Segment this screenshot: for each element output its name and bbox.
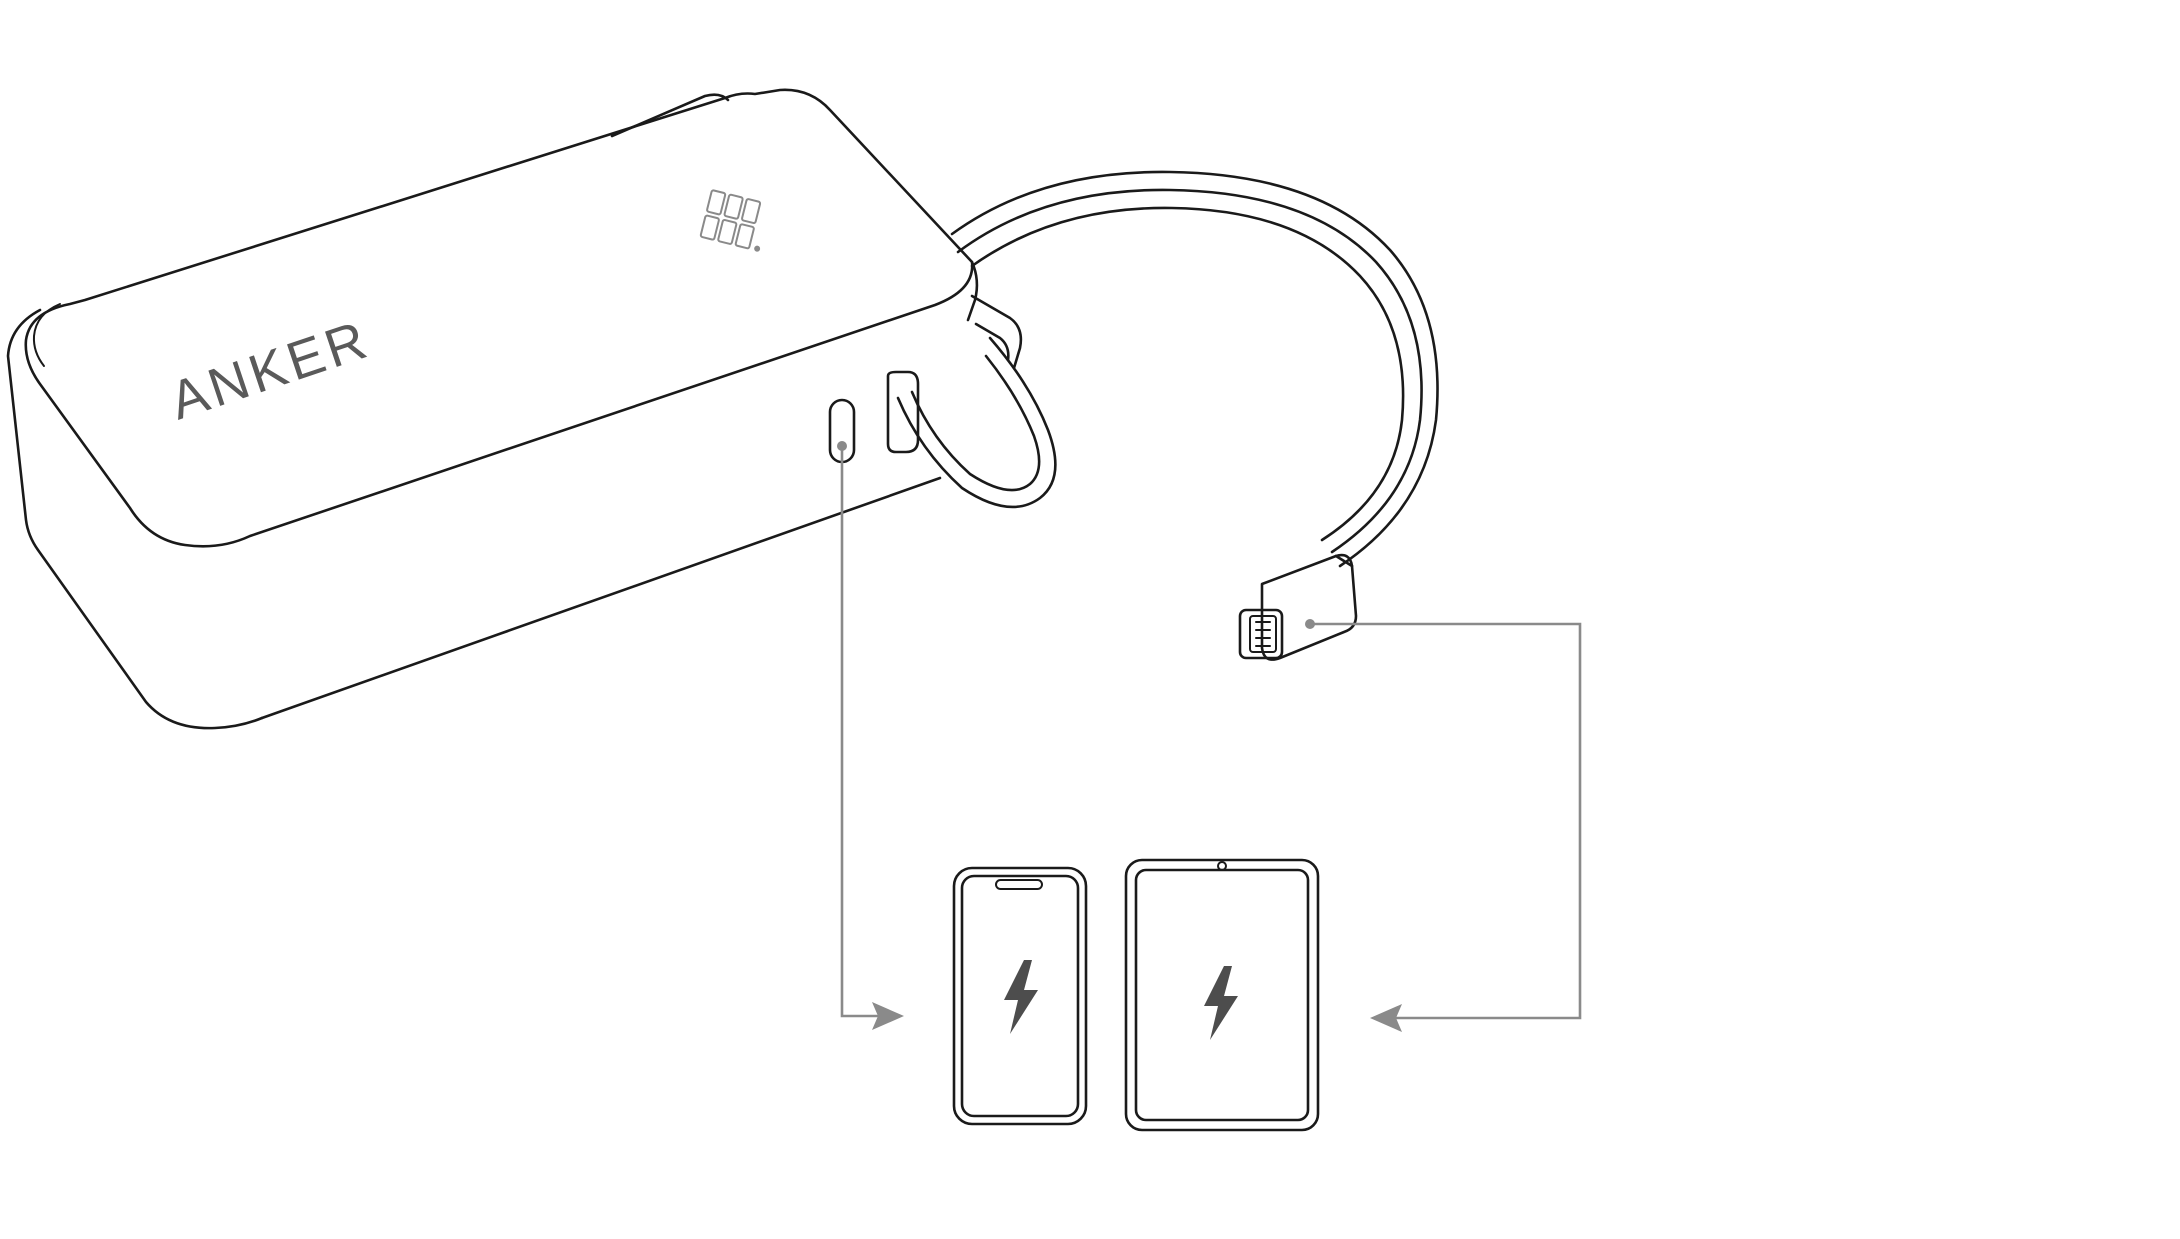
cable-anchor-port [886, 370, 920, 454]
lightning-bolt-icon [1204, 966, 1238, 1040]
lightning-connector [1238, 553, 1358, 661]
power-bank-icon: ANKER [6, 88, 979, 730]
tablet-camera [1217, 861, 1227, 871]
arrow-left-icon [1370, 1004, 1402, 1032]
lightning-cable-icon [896, 170, 1439, 661]
brand-logo: ANKER [163, 309, 377, 431]
connector-cable-to-tablet [1310, 622, 1582, 1032]
cable-loop [896, 336, 1057, 509]
lcd-display-icon [699, 189, 762, 252]
cable-arc-outer [950, 170, 1439, 568]
phone-notch [995, 879, 1043, 890]
cable-arc-mid [956, 188, 1423, 554]
cable-loop-inner [910, 354, 1041, 492]
tablet-icon [1124, 858, 1320, 1132]
cable-holder [970, 294, 1023, 370]
connector-port-to-phone [840, 446, 904, 1030]
cable-arc-inner [970, 206, 1405, 542]
power-bank-top-face [24, 88, 974, 548]
lightning-bolt-icon [1004, 960, 1038, 1034]
power-bank-lip [32, 303, 61, 367]
smartphone-icon [952, 866, 1088, 1126]
power-bank-bottom-edge [260, 476, 942, 720]
power-bank-left-end [6, 308, 264, 730]
arrow-right-icon [872, 1002, 904, 1030]
